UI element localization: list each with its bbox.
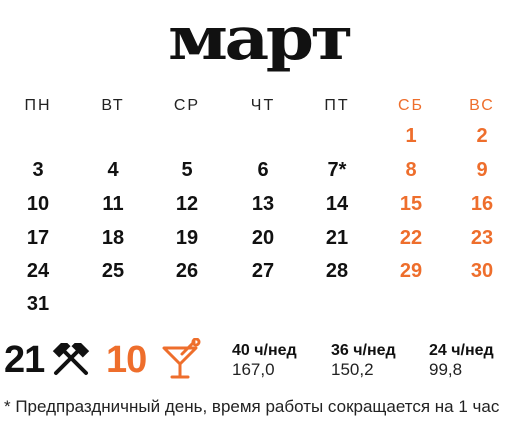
day-cell: 14 [325,193,349,215]
day-cell: 22 [399,227,423,249]
day-cell: 8 [405,159,417,181]
day-cell: 24 [26,260,50,282]
hours-value-36: 150,2 [331,360,374,379]
day-cell: 5 [181,159,193,181]
day-cell: 28 [325,260,349,282]
day-cell: 25 [101,260,125,282]
day-cell: 26 [175,260,199,282]
day-cell: 15 [399,193,423,215]
hours-label-40: 40 ч/нед [232,342,297,359]
work-days-count: 21 [4,339,45,381]
cocktail-glass-icon [160,337,202,387]
day-cell: 4 [107,159,119,181]
hours-label-24: 24 ч/нед [429,342,494,359]
weekday-label: ПН [24,97,52,114]
weekday-label: ВТ [101,97,125,114]
day-cell: 10 [26,193,50,215]
day-cell: 2 [476,125,488,147]
footnote: * Предпраздничный день, время работы сок… [4,397,500,416]
hours-value-40: 167,0 [232,360,275,379]
day-cell: 27 [251,260,275,282]
day-cell: 23 [470,227,494,249]
day-cell: 7* [327,159,347,181]
weekday-label: ВС [469,97,495,114]
day-cell: 29 [399,260,423,282]
day-cell: 11 [102,193,124,215]
day-cell: 9 [476,159,488,181]
day-cell: 1 [405,125,417,147]
day-cell: 18 [101,227,125,249]
day-cell: 13 [251,193,275,215]
day-cell: 31 [26,293,50,315]
day-cell: 6 [257,159,269,181]
weekday-label: СБ [397,97,425,114]
day-cell: 21 [325,227,349,249]
day-cell: 30 [470,260,494,282]
day-cell: 12 [175,193,199,215]
day-cell: 17 [26,227,50,249]
day-cell: 20 [251,227,275,249]
weekday-label: СР [173,97,201,114]
day-cell: 19 [175,227,199,249]
crossed-hammers-icon [50,339,92,382]
weekday-label: ЧТ [250,97,276,114]
holidays-count: 10 [106,339,147,381]
day-cell: 16 [470,193,494,215]
weekday-label: ПТ [324,97,350,114]
hours-value-24: 99,8 [429,360,463,379]
month-title: март [168,4,353,74]
hours-label-36: 36 ч/нед [331,342,396,359]
day-cell: 3 [32,159,44,181]
